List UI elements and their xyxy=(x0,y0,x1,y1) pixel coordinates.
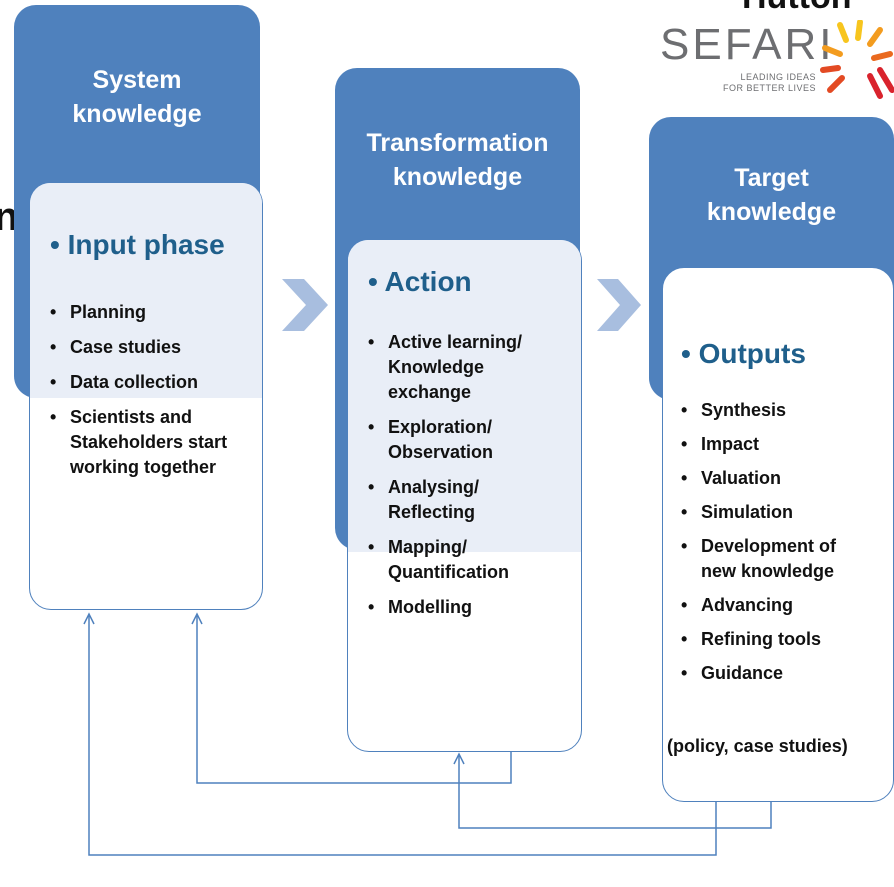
list-item-text: Mapping/ xyxy=(388,537,467,557)
target-title-line-1: Target xyxy=(734,164,809,192)
list-item: Guidance xyxy=(681,661,836,686)
input-phase-heading: • Input phase xyxy=(50,229,225,260)
target-knowledge-title: Target knowledge xyxy=(649,161,894,229)
list-item: Case studies xyxy=(50,335,227,360)
list-item-text: exchange xyxy=(388,382,472,402)
sefari-tagline-line-1: LEADING IDEAS xyxy=(740,72,816,82)
list-item: Development of new knowledge xyxy=(681,534,836,584)
input-phase-card-tint xyxy=(30,183,262,398)
transformation-title-line-1: Transformation xyxy=(366,129,549,157)
sunburst-icon xyxy=(820,20,894,99)
arrowhead-system-outer xyxy=(83,612,95,625)
chevron-arrow-icon xyxy=(597,279,641,331)
hutton-logo-text: Hutton xyxy=(742,0,852,17)
list-item: Advancing xyxy=(681,593,836,618)
outputs-list: Synthesis Impact Valuation Simulation De… xyxy=(681,398,836,686)
arrowhead-system-inner xyxy=(191,612,203,625)
list-item-text: Exploration/ xyxy=(388,417,493,437)
list-item: Analysing/Reflecting xyxy=(368,475,522,525)
action-heading: • Action xyxy=(368,266,472,297)
list-item-text: new knowledge xyxy=(701,561,835,581)
chevron-arrow-icon xyxy=(282,279,328,331)
sefari-tagline: LEADING IDEAS FOR BETTER LIVES xyxy=(700,72,816,94)
feedback-line-target-to-system xyxy=(88,615,717,856)
feedback-line-transformation-to-system xyxy=(196,615,512,784)
cropped-text-fragment: n xyxy=(0,195,19,239)
list-item-text: Development of xyxy=(701,536,837,556)
list-item-text: working together xyxy=(70,457,217,477)
input-phase-list: Planning Case studies Data collection Sc… xyxy=(50,300,227,480)
action-card: • Action Active learning/Knowledge exchan… xyxy=(347,239,582,752)
system-title-line-2: knowledge xyxy=(72,100,202,128)
list-item: Modelling xyxy=(368,595,522,620)
sefari-wordmark: SEFARI xyxy=(660,20,835,69)
list-item: Data collection xyxy=(50,370,227,395)
list-item: Simulation xyxy=(681,500,836,525)
target-title-line-2: knowledge xyxy=(706,198,837,226)
list-item: Refining tools xyxy=(681,627,836,652)
feedback-line-target-to-transformation xyxy=(458,755,772,829)
transformation-title-line-2: knowledge xyxy=(392,163,523,191)
list-item-text: Knowledge xyxy=(388,357,485,377)
sefari-tagline-line-2: FOR BETTER LIVES xyxy=(722,83,816,93)
outputs-heading: • Outputs xyxy=(681,338,806,369)
guidance-detail: (policy, case studies) xyxy=(667,736,848,756)
action-list: Active learning/Knowledge exchange Explor… xyxy=(368,330,522,630)
transformation-knowledge-title: Transformation knowledge xyxy=(335,126,580,194)
arrowhead-transformation xyxy=(453,752,465,765)
list-item: Impact xyxy=(681,432,836,457)
list-item-text: Quantification xyxy=(388,562,509,582)
list-item: Planning xyxy=(50,300,227,325)
system-title-line-1: System xyxy=(92,66,182,94)
list-item: Mapping/Quantification xyxy=(368,535,522,585)
input-phase-card: • Input phase Planning Case studies Data… xyxy=(29,182,263,610)
list-item: Exploration/Observation xyxy=(368,415,522,465)
list-item-text: Active learning/ xyxy=(388,332,523,352)
list-item-text: Scientists and xyxy=(70,407,193,427)
list-item-text: Analysing/ xyxy=(388,477,480,497)
system-knowledge-title: System knowledge xyxy=(14,63,260,131)
list-item-text: Stakeholders start xyxy=(70,432,228,452)
list-item: Active learning/Knowledge exchange xyxy=(368,330,522,405)
outputs-card: • Outputs Synthesis Impact Valuation Sim… xyxy=(662,267,894,802)
list-item-text: Observation xyxy=(388,442,494,462)
sefari-logo: SEFARI LEADING IDEAS FOR BETTER LIVES xyxy=(660,20,894,110)
list-item-text: Reflecting xyxy=(388,502,476,522)
list-item: Valuation xyxy=(681,466,836,491)
list-item: Synthesis xyxy=(681,398,836,423)
